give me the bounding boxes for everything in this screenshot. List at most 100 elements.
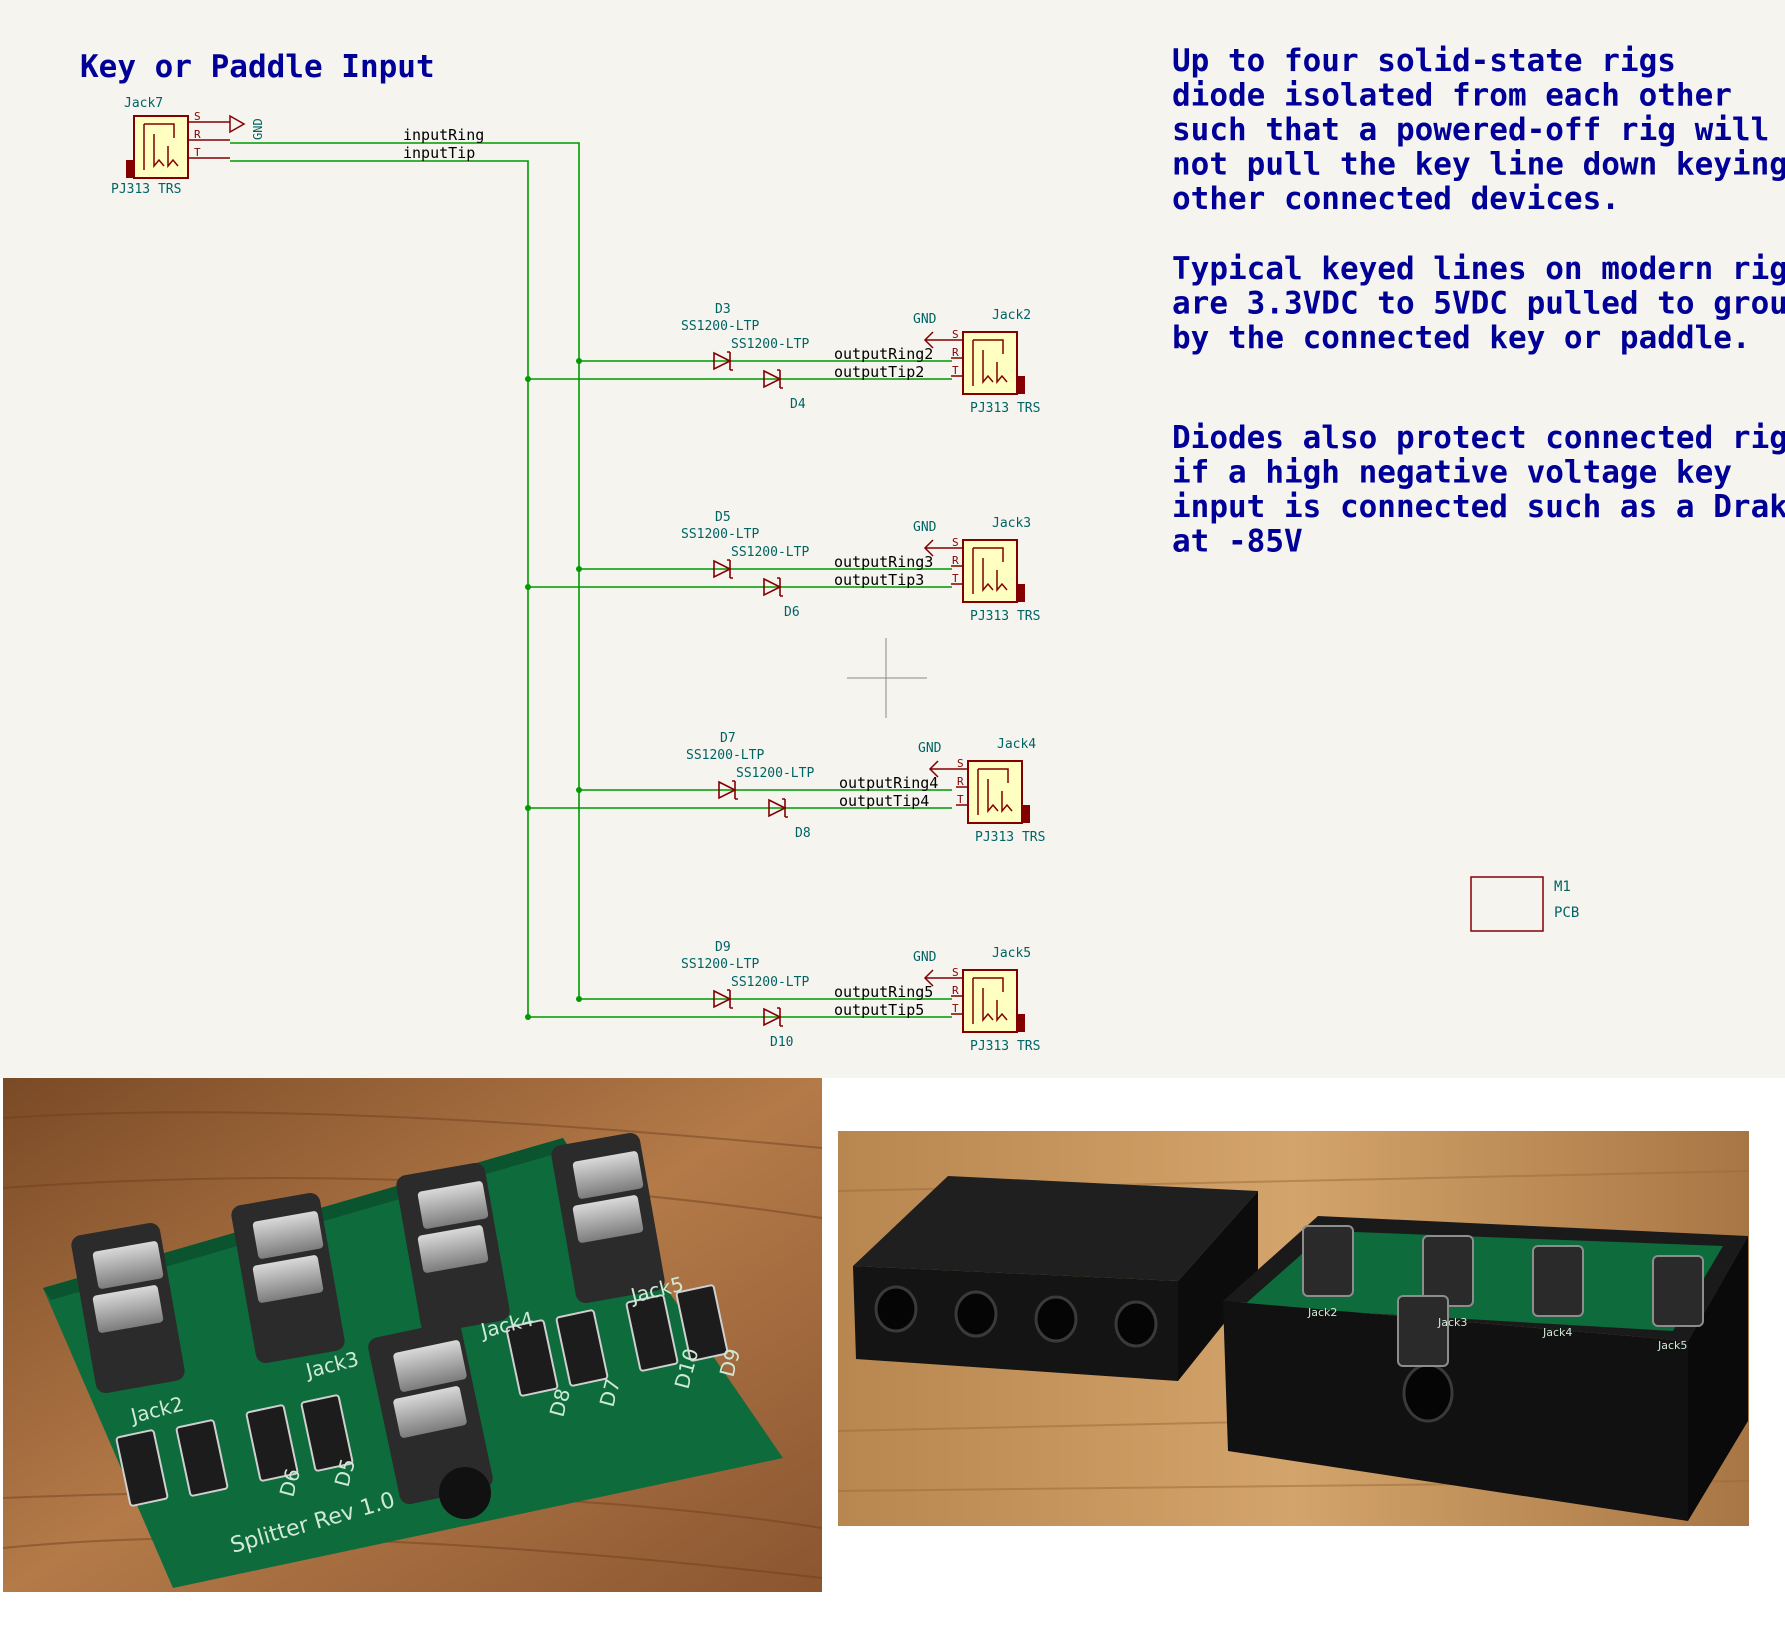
input-jack-ref: Jack7 xyxy=(124,96,163,111)
output-jack-pin-label: S xyxy=(952,536,959,549)
output-jack-pin-label: T xyxy=(957,793,964,806)
output-jack-ref: Jack4 xyxy=(997,737,1036,752)
gnd-arrow xyxy=(923,969,951,987)
gnd-arrow xyxy=(923,539,951,557)
output-jack-pin-label: S xyxy=(952,966,959,979)
output-channel-4: D7SS1200-LTPSS1200-LTPD8outputRing4outpu… xyxy=(525,731,1045,845)
input-jack-pin-label: S xyxy=(194,110,201,123)
diode-tip-ref: D8 xyxy=(795,826,811,841)
ring-junction xyxy=(576,996,582,1002)
diode-tip-triangle xyxy=(763,1007,782,1027)
output-gnd-label: GND xyxy=(913,950,937,965)
diode-ring-triangle xyxy=(713,989,732,1009)
output-jack-pin-label: R xyxy=(957,775,964,788)
input-jack-pin-label: T xyxy=(194,146,201,159)
diode-tip-value: SS1200-LTP xyxy=(731,337,809,352)
input-jack-pin-label: R xyxy=(194,128,201,141)
diode-ring-ref: D9 xyxy=(715,940,731,955)
diode-tip-value: SS1200-LTP xyxy=(731,975,809,990)
note-line: by the connected key or paddle. xyxy=(1172,320,1751,356)
pcb-symbol-value: PCB xyxy=(1554,905,1579,921)
note-line: other connected devices. xyxy=(1172,181,1620,217)
output-jack-pin-label: R xyxy=(952,984,959,997)
output-jack-marker xyxy=(1017,1014,1025,1032)
diode-ring-value: SS1200-LTP xyxy=(681,527,759,542)
output-jack-pin-label: R xyxy=(952,554,959,567)
output-jack-pin-label: R xyxy=(952,346,959,359)
net-output-ring: outputRing2 xyxy=(834,345,933,363)
diode-ring-bar xyxy=(732,780,738,800)
output-jack-pin-label: S xyxy=(952,328,959,341)
diode-ring-bar xyxy=(727,559,733,579)
net-output-tip: outputTip2 xyxy=(834,363,924,381)
diode-ring-triangle xyxy=(718,780,737,800)
ring-bus-wire xyxy=(230,142,580,999)
input-jack-body xyxy=(133,115,189,179)
output-jack-contacts xyxy=(972,339,1008,386)
photo-assembled-pcb: Jack2 Jack3 Jack4 Jack5 Splitter Rev 1.0… xyxy=(3,1078,822,1592)
photo-enclosure: Jack2 Jack3 Jack4 Jack5 xyxy=(838,1131,1749,1526)
output-jack-ref: Jack3 xyxy=(992,516,1031,531)
output-jack-value: PJ313 TRS xyxy=(970,609,1040,624)
diode-ring-ref: D3 xyxy=(715,302,731,317)
note-line: diode isolated from each other xyxy=(1172,78,1732,114)
pcb-jacks xyxy=(71,1132,665,1519)
note-line: Diodes also protect connected rigs xyxy=(1172,420,1785,456)
ring-junction xyxy=(576,787,582,793)
diode-tip-value: SS1200-LTP xyxy=(736,766,814,781)
diode-ring-ref: D5 xyxy=(715,510,731,525)
note-line: are 3.3VDC to 5VDC pulled to ground xyxy=(1172,286,1785,322)
note-line: Typical keyed lines on modern rigs xyxy=(1172,251,1785,287)
note-line: Up to four solid-state rigs xyxy=(1172,43,1676,79)
output-jack-pin-label: T xyxy=(952,364,959,377)
diode-tip-bar xyxy=(782,798,788,818)
diode-ring-value: SS1200-LTP xyxy=(681,319,759,334)
output-jack-ref: Jack5 xyxy=(992,946,1031,961)
pcb-symbol-box xyxy=(1470,876,1544,932)
ring-junction xyxy=(576,566,582,572)
diode-tip-bar xyxy=(777,1007,783,1027)
output-jack-body xyxy=(962,331,1018,395)
tip-junction xyxy=(525,584,531,590)
tip-bus-wire xyxy=(230,160,529,1017)
input-jack-marker xyxy=(126,160,134,178)
output-jack-marker xyxy=(1022,805,1030,823)
input-gnd-symbol xyxy=(229,114,246,134)
net-output-tip: outputTip3 xyxy=(834,571,924,589)
pcb-symbol-ref: M1 xyxy=(1554,879,1571,895)
output-jack-ref: Jack2 xyxy=(992,308,1031,323)
note-line: not pull the key line down keying xyxy=(1172,147,1785,183)
gnd-arrow xyxy=(923,331,951,349)
enclosure-lid xyxy=(853,1176,1258,1381)
output-channel-3: D5SS1200-LTPSS1200-LTPD6outputRing3outpu… xyxy=(525,510,1040,624)
net-output-tip: outputTip5 xyxy=(834,1001,924,1019)
net-output-ring: outputRing3 xyxy=(834,553,933,571)
diode-ring-value: SS1200-LTP xyxy=(686,748,764,763)
sheet-background xyxy=(0,0,1785,1078)
schematic-title: Key or Paddle Input xyxy=(80,49,435,85)
diode-tip-triangle xyxy=(763,577,782,597)
output-jack-pin-label: S xyxy=(957,757,964,770)
tip-junction xyxy=(525,805,531,811)
output-jack-marker xyxy=(1017,376,1025,394)
diode-tip-ref: D4 xyxy=(790,397,806,412)
tip-junction xyxy=(525,376,531,382)
gnd-arrow xyxy=(928,760,956,778)
enclosure-silk-jack5: Jack5 xyxy=(1657,1339,1687,1352)
input-jack-value: PJ313 TRS xyxy=(111,182,181,197)
diode-tip-value: SS1200-LTP xyxy=(731,545,809,560)
output-jack-pin-label: T xyxy=(952,572,959,585)
diode-ring-bar xyxy=(727,351,733,371)
output-gnd-label: GND xyxy=(913,312,937,327)
enclosure-base: Jack2 Jack3 Jack4 Jack5 xyxy=(1223,1216,1748,1521)
net-input-tip: inputTip xyxy=(403,144,475,162)
output-jack-body xyxy=(962,539,1018,603)
diode-tip-bar xyxy=(777,577,783,597)
diode-tip-triangle xyxy=(768,798,787,818)
output-jack-pin-label: T xyxy=(952,1002,959,1015)
diode-ring-triangle xyxy=(713,351,732,371)
enclosure-silk-jack3: Jack3 xyxy=(1437,1316,1467,1329)
